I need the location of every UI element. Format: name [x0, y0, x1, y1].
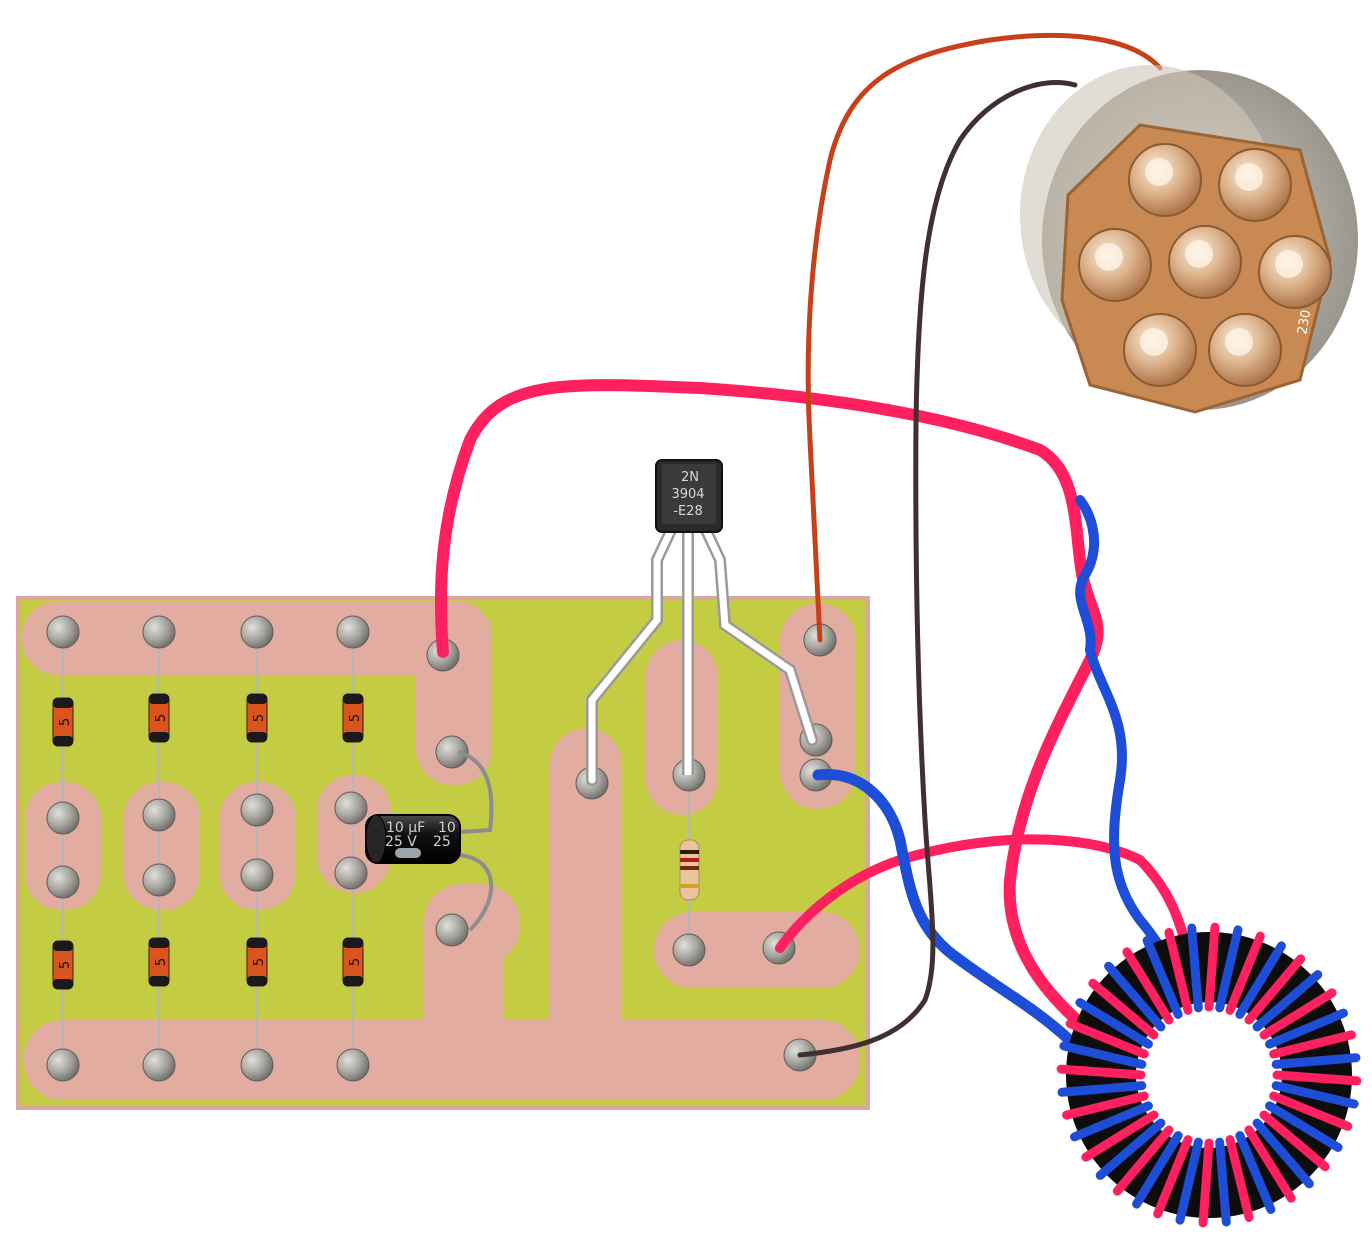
led-cluster-icon: 230	[1020, 65, 1358, 414]
blue-wire-to-pcb	[812, 768, 1086, 1056]
diode-marking: 5	[58, 961, 73, 969]
diode-icon: 5	[342, 937, 364, 987]
via-hole	[336, 1048, 370, 1082]
led-icon	[1128, 143, 1202, 217]
pcb-board: 5 5 5 5 5 5 5 5	[16, 596, 870, 1110]
led-icon	[1218, 148, 1292, 222]
via-hole	[334, 856, 368, 890]
transistor-marking-line1: 2N	[681, 470, 699, 485]
diode-icon: 5	[148, 693, 170, 743]
capacitor-marking-line1: 10 µF	[386, 820, 425, 836]
via-hole	[240, 858, 274, 892]
diode-marking: 5	[348, 714, 363, 722]
transistor-marking-line3: -E28	[673, 504, 702, 519]
diode-marking: 5	[58, 718, 73, 726]
led-icon	[1208, 313, 1282, 387]
via-hole	[142, 615, 176, 649]
via-hole	[142, 863, 176, 897]
diode-icon: 5	[246, 693, 268, 743]
wires	[434, 32, 1195, 1058]
brown-wire	[797, 79, 1078, 1058]
diode-marking: 5	[252, 714, 267, 722]
diode-icon: 5	[342, 693, 364, 743]
capacitor-marking-line2: 25 V	[385, 834, 417, 850]
via-hole	[435, 735, 469, 769]
diode-marking: 5	[154, 714, 169, 722]
via-hole	[46, 801, 80, 835]
diode-icon: 5	[52, 697, 74, 747]
via-hole	[240, 615, 274, 649]
via-hole	[46, 865, 80, 899]
blue-wire	[1075, 495, 1185, 1005]
transistor-marking-line2: 3904	[671, 487, 704, 502]
red-wire-lower	[775, 834, 1195, 965]
led-icon	[1123, 313, 1197, 387]
via-hole	[46, 615, 80, 649]
diode-icon: 5	[246, 937, 268, 987]
diode-marking: 5	[252, 958, 267, 966]
toroid-coil-icon	[1056, 922, 1362, 1228]
capacitor-marking-line1-mirror: 10	[438, 820, 456, 836]
via-hole	[46, 1048, 80, 1082]
led-icon	[1078, 228, 1152, 302]
to92-transistor-icon: 2N 3904 -E28	[586, 459, 818, 786]
via-hole	[334, 791, 368, 825]
via-hole	[336, 615, 370, 649]
led-board-silk-marking: 230	[1295, 309, 1314, 336]
diode-icon: 5	[52, 940, 74, 990]
capacitor-marking-line2-mirror: 25	[433, 834, 451, 850]
diode-marking: 5	[154, 958, 169, 966]
led-icon	[1168, 225, 1242, 299]
via-hole	[435, 913, 469, 947]
diode-icon: 5	[148, 937, 170, 987]
diode-array: 5 5 5 5 5 5 5 5	[52, 693, 364, 990]
red-wire-main	[434, 379, 1106, 1046]
electrolytic-capacitor-icon: 10 µF 25 V 10 25	[365, 750, 494, 932]
via-hole	[240, 1048, 274, 1082]
via-hole	[142, 1048, 176, 1082]
diode-marking: 5	[348, 958, 363, 966]
orange-wire	[805, 32, 1163, 643]
toroid-windings	[1056, 922, 1362, 1228]
via-hole	[142, 798, 176, 832]
via-hole	[672, 933, 706, 967]
via-hole	[240, 793, 274, 827]
via-holes	[46, 615, 837, 1082]
resistor-icon	[679, 839, 700, 901]
led-icon	[1258, 235, 1332, 309]
led-array	[1078, 143, 1332, 387]
